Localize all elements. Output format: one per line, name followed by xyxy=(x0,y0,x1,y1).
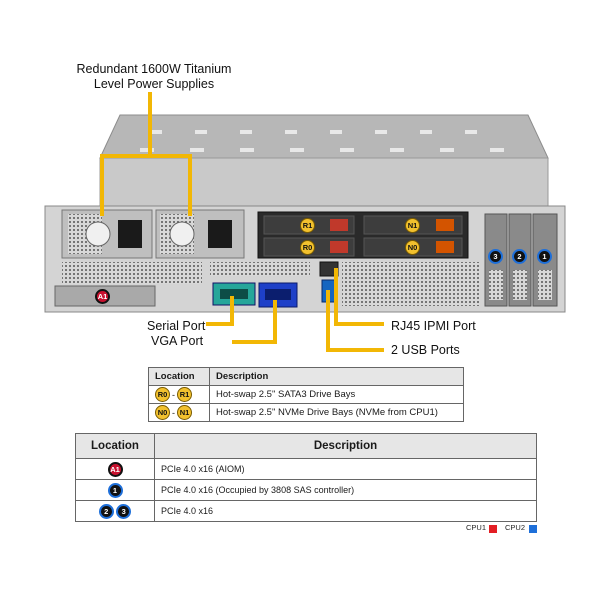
badge-slot-3: 3 xyxy=(488,249,503,264)
power-supply-callout-line1: Redundant 1600W Titanium xyxy=(76,62,232,76)
serial-port-callout: Serial Port xyxy=(147,319,206,333)
power-supply-callout-line2: Level Power Supplies xyxy=(93,77,215,91)
slot-row-description: PCIe 4.0 x16 (Occupied by 3808 SAS contr… xyxy=(154,479,537,501)
legend-cpu2-swatch xyxy=(529,525,537,533)
table-row: A1 PCIe 4.0 x16 (AIOM) xyxy=(75,458,537,480)
badge-n1: N1 xyxy=(405,218,420,233)
range-dash: - xyxy=(172,389,175,400)
badge-slot-3: 3 xyxy=(116,503,132,519)
slot-row-description: PCIe 4.0 x16 xyxy=(154,500,537,522)
ipmi-port-callout: RJ45 IPMI Port xyxy=(391,319,476,333)
badge-a1: A1 xyxy=(95,289,110,304)
slot-row-location: 1 xyxy=(75,479,155,501)
rear-vent-left xyxy=(62,262,202,284)
slot-row-description: PCIe 4.0 x16 (AIOM) xyxy=(154,458,537,480)
rear-vent-mid xyxy=(210,262,310,276)
drive-row-location: N0-N1 xyxy=(148,403,210,422)
table-row: 1 PCIe 4.0 x16 (Occupied by 3808 SAS con… xyxy=(75,479,537,501)
chassis-top-cover xyxy=(99,114,549,159)
drive-bay-table: Location Description R0-R1 Hot-swap 2.5"… xyxy=(148,367,464,422)
table-row: 2 3 PCIe 4.0 x16 xyxy=(75,500,537,522)
table-row: R0-R1 Hot-swap 2.5" SATA3 Drive Bays xyxy=(148,385,464,404)
badge-a1: A1 xyxy=(107,461,123,477)
drive-table-header: Location Description xyxy=(148,367,464,386)
vga-port-callout: VGA Port xyxy=(151,334,204,348)
table-row: N0-N1 Hot-swap 2.5" NVMe Drive Bays (NVM… xyxy=(148,403,464,422)
rear-vent-right xyxy=(342,262,480,306)
slot-table-col-location: Location xyxy=(75,433,155,459)
range-dash: - xyxy=(172,407,175,418)
power-supply-1 xyxy=(61,209,153,259)
badge-r0: R0 xyxy=(300,240,315,255)
drive-row-description: Hot-swap 2.5" SATA3 Drive Bays xyxy=(209,385,464,404)
legend-cpu1-label: CPU1 xyxy=(466,523,487,532)
slot-table-col-description: Description xyxy=(154,433,537,459)
badge-slot-2: 2 xyxy=(98,503,114,519)
drive-table-col-location: Location xyxy=(148,367,210,386)
callout-lines xyxy=(100,92,384,352)
top-cover-slots xyxy=(140,130,504,152)
badge-r0: R0 xyxy=(155,387,170,402)
badge-n0: N0 xyxy=(405,240,420,255)
drive-table-col-description: Description xyxy=(209,367,464,386)
badge-slot-2: 2 xyxy=(512,249,527,264)
slot-row-location: A1 xyxy=(75,458,155,480)
power-supply-callout: Redundant 1600W Titanium Level Power Sup… xyxy=(74,62,234,92)
badge-r1: R1 xyxy=(177,387,192,402)
drive-row-location: R0-R1 xyxy=(148,385,210,404)
pcie-slot-table: Location Description A1 PCIe 4.0 x16 (AI… xyxy=(75,433,537,522)
badge-slot-1: 1 xyxy=(537,249,552,264)
slot-table-header: Location Description xyxy=(75,433,537,459)
power-supply-2 xyxy=(155,209,245,259)
badge-slot-1: 1 xyxy=(107,482,123,498)
badge-n1: N1 xyxy=(177,405,192,420)
drive-row-description: Hot-swap 2.5" NVMe Drive Bays (NVMe from… xyxy=(209,403,464,422)
usb-ports-callout: 2 USB Ports xyxy=(391,343,460,357)
chassis-upper-band xyxy=(99,157,549,207)
badge-r1: R1 xyxy=(300,218,315,233)
legend-cpu1-swatch xyxy=(489,525,497,533)
badge-n0: N0 xyxy=(155,405,170,420)
slot-row-location: 2 3 xyxy=(75,500,155,522)
legend-cpu2-label: CPU2 xyxy=(505,523,526,532)
